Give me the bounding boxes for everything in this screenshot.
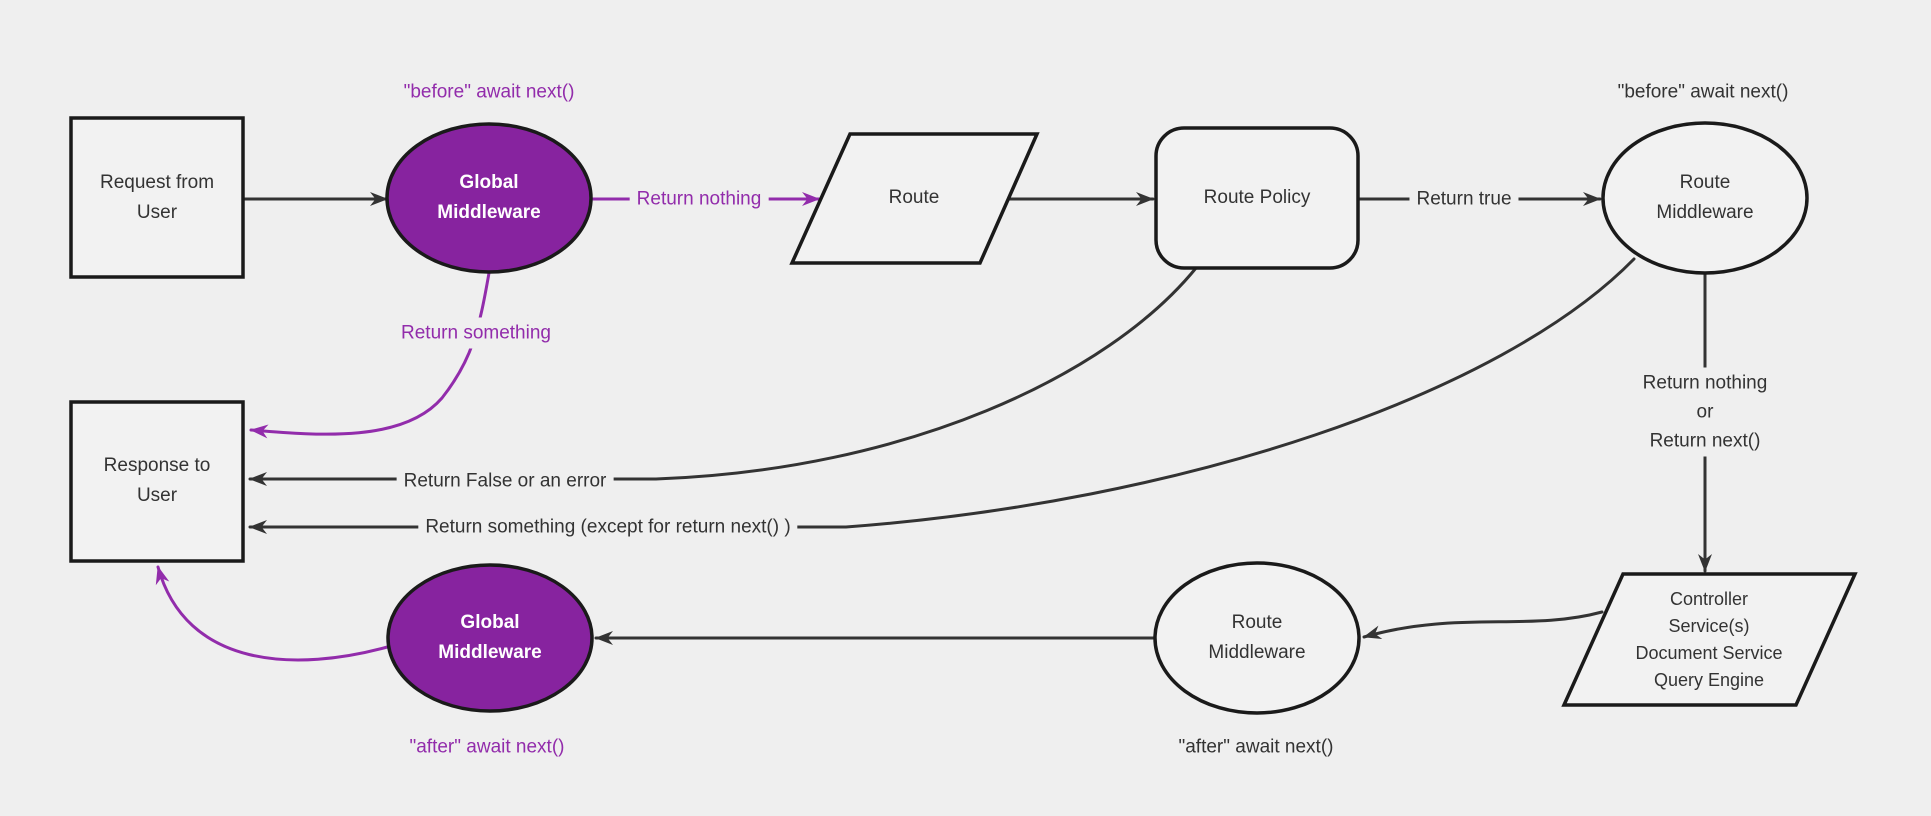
request-node xyxy=(69,116,245,279)
return-something-edge-label: Return something xyxy=(394,317,558,349)
route-middleware-top-node xyxy=(1601,121,1809,275)
response-node xyxy=(69,400,245,563)
edge-global-middleware-return-something-to-response xyxy=(249,271,491,439)
global-middleware-top-node xyxy=(385,122,593,274)
after-await-next-route-label: "after" await next() xyxy=(1178,736,1334,758)
route-policy-node xyxy=(1154,126,1360,270)
return-nothing-or-next-edge-label: Return nothing or Return next() xyxy=(1635,367,1775,457)
edge-route-middleware-return-something-to-response xyxy=(248,257,1636,534)
edge-route-policy-return-false-to-response xyxy=(248,266,1198,486)
global-middleware-bottom-node xyxy=(386,563,594,713)
before-await-next-route-label: "before" await next() xyxy=(1617,81,1789,103)
services-node xyxy=(1561,572,1858,707)
return-true-edge-label: Return true xyxy=(1409,183,1519,215)
route-node xyxy=(789,132,1040,265)
return-false-or-error-edge-label: Return False or an error xyxy=(396,465,614,497)
before-await-next-global-label: "before" await next() xyxy=(403,81,575,103)
after-await-next-global-label: "after" await next() xyxy=(409,736,565,758)
return-nothing-edge-label: Return nothing xyxy=(629,183,769,215)
route-middleware-bottom-node xyxy=(1153,561,1361,715)
return-something-except-edge-label: Return something (except for return next… xyxy=(418,511,798,543)
edge-services-to-route-middleware-bottom xyxy=(1362,610,1604,640)
edge-global-middleware-bottom-to-response xyxy=(155,565,393,662)
